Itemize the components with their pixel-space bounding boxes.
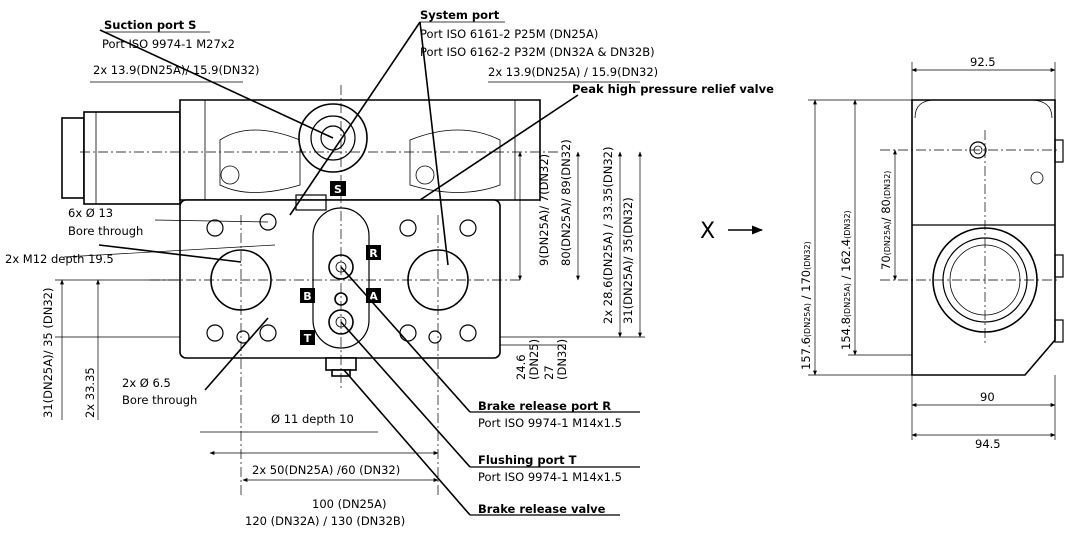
- bore-hole: [259, 324, 277, 342]
- bore-through-text-2: Bore through: [122, 393, 197, 407]
- spacing-50-60-label: 2x 50(DN25A) /60 (DN32): [252, 463, 400, 477]
- front-view: S R B A T: [61, 85, 560, 495]
- port-label-t: T: [304, 332, 312, 345]
- brake-release-valve-title: Brake release valve: [478, 502, 606, 516]
- port-label-s: S: [334, 183, 342, 196]
- port-label-a: A: [369, 290, 378, 303]
- dim-80-89: 80(DN25A)/ 89(DN32): [559, 139, 573, 266]
- dim-31-35-right: 31(DN25A)/ 35(DN32): [621, 197, 635, 324]
- width-92-5: 92.5: [970, 55, 996, 69]
- suction-port-title: Suction port S: [104, 18, 196, 32]
- system-port-spec-2: Port ISO 6162-2 P32M (DN32A & DN32B): [420, 45, 655, 59]
- dim-9-7: 9(DN25A)/ 7(DN32): [537, 154, 551, 266]
- bore-hole: [206, 219, 224, 237]
- suction-port-spec: Port ISO 9974-1 M27x2: [102, 37, 235, 51]
- solenoid-body: [83, 111, 181, 205]
- suction-port-dim: 2x 13.9(DN25A)/ 15.9(DN32): [93, 63, 260, 77]
- bore-hole: [459, 219, 477, 237]
- system-port-dim: 2x 13.9(DN25A) / 15.9(DN32): [488, 65, 658, 79]
- port-label-b: B: [303, 290, 311, 303]
- height-157-6-170: 157.6(DN25A) / 170(DN32): [799, 241, 813, 370]
- port-label-r: R: [369, 247, 378, 260]
- system-port-title: System port: [420, 8, 500, 22]
- front-dimensions: [55, 81, 645, 482]
- height-154-8-162-4: 154.8(DN25A) / 162.4(DN32): [839, 210, 853, 350]
- brake-release-port-title: Brake release port R: [478, 399, 611, 413]
- bore-hole: [206, 324, 224, 342]
- bore-through-dim-1: 6x Ø 13: [68, 206, 113, 220]
- spacing-100-label: 100 (DN25A): [312, 497, 387, 511]
- bore-through-dim-2: 2x Ø 6.5: [122, 376, 171, 390]
- width-90: 90: [980, 390, 995, 404]
- side-view: [808, 62, 1064, 440]
- dim-33-35: 2x 33.35: [83, 367, 97, 418]
- callout-labels: Suction port S Port ISO 9974-1 M27x2 2x …: [5, 8, 1001, 528]
- dim-28-6-33-35: 2x 28.6(DN25A) / 33.35(DN32): [601, 147, 615, 325]
- view-label-x: X: [700, 219, 715, 244]
- flushing-port-spec: Port ISO 9974-1 M14x1.5: [478, 470, 622, 484]
- dim-27: 27: [542, 365, 556, 380]
- depth-10-label: Ø 11 depth 10: [271, 412, 354, 426]
- dim-dn32: (DN32): [555, 339, 569, 380]
- leader-lines: [63, 21, 640, 516]
- dim-31-35-left: 31(DN25A)/ 35 (DN32): [41, 288, 55, 418]
- bore-through-text-1: Bore through: [68, 224, 143, 238]
- height-70-80: 70(DN25A)/ 80(DN32): [879, 171, 893, 270]
- dim-dn25: (DN25): [527, 339, 541, 380]
- bore-hole: [399, 219, 417, 237]
- brake-release-port-spec: Port ISO 9974-1 M14x1.5: [478, 416, 622, 430]
- system-port-spec-1: Port ISO 6161-2 P25M (DN25A): [420, 27, 598, 41]
- m12-depth-label: 2x M12 depth 19.5: [5, 252, 114, 266]
- solenoid-cap: [61, 117, 85, 199]
- width-94-5: 94.5: [975, 437, 1001, 451]
- dim-24-6: 24.6: [514, 354, 528, 380]
- bore-hole: [459, 324, 477, 342]
- peak-relief-valve-title: Peak high pressure relief valve: [572, 82, 774, 96]
- flushing-port-title: Flushing port T: [478, 453, 577, 467]
- view-arrow-x: X: [700, 219, 764, 244]
- spacing-120-130-label: 120 (DN32A) / 130 (DN32B): [245, 514, 405, 528]
